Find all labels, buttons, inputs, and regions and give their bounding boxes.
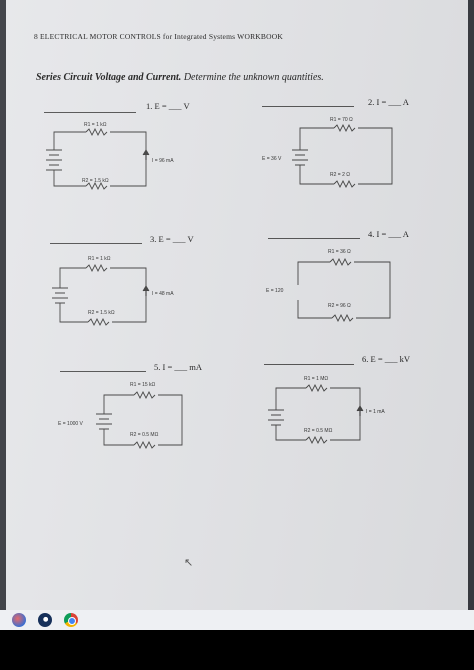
- c4-source-label: E = 120: [266, 288, 284, 294]
- circuit-6: [268, 383, 364, 445]
- answer-line-5[interactable]: [60, 371, 146, 372]
- answer-line-6[interactable]: [264, 364, 354, 365]
- monitor-bezel: [0, 630, 474, 670]
- circuit-3: [52, 263, 150, 327]
- circuit-1: [46, 127, 150, 191]
- question-4-label: 4. I = ___ A: [368, 229, 409, 239]
- question-1-label: 1. E = ___ V: [146, 101, 190, 111]
- c5-source-label: E = 1000 V: [58, 421, 84, 427]
- circuit-diagrams: R1 = 1 kΩ R2 = 1.5 kΩ I = 96 mA R1 = 70 …: [46, 117, 393, 450]
- answer-line-2[interactable]: [262, 106, 354, 107]
- c3-current-label: I = 48 mA: [152, 291, 174, 297]
- c3-r2-label: R2 = 1.5 kΩ: [88, 310, 115, 316]
- question-3-label: 3. E = ___ V: [150, 234, 194, 244]
- section-title-bold: Series Circuit Voltage and Current.: [36, 72, 182, 83]
- circuit-2: [292, 123, 393, 189]
- chrome-icon[interactable]: [64, 613, 78, 627]
- c6-r2-label: R2 = 0.5 MΩ: [304, 428, 333, 434]
- c6-current-label: I = 1 mA: [366, 409, 385, 415]
- answer-line-3[interactable]: [50, 243, 142, 244]
- c2-r2-label: R2 = 2 Ω: [330, 172, 350, 178]
- circuit-4: [297, 257, 391, 323]
- question-2-label: 2. I = ___ A: [368, 97, 409, 107]
- workbook-page: [6, 0, 468, 610]
- page-header: 8 ELECTRICAL MOTOR CONTROLS for Integrat…: [34, 32, 283, 41]
- question-6-label: 6. E = ___ kV: [362, 354, 410, 364]
- circuit-5: [96, 390, 183, 450]
- answer-line-4[interactable]: [268, 238, 360, 239]
- steam-icon[interactable]: [38, 613, 52, 627]
- section-title: Series Circuit Voltage and Current. Dete…: [36, 72, 324, 83]
- c5-r2-label: R2 = 0.5 MΩ: [130, 432, 159, 438]
- c6-r1-label: R1 = 1 MΩ: [304, 376, 328, 382]
- c2-r1-label: R1 = 70 Ω: [330, 117, 353, 123]
- c1-r2-label: R2 = 1.5 kΩ: [82, 178, 109, 184]
- c1-r1-label: R1 = 1 kΩ: [84, 122, 107, 128]
- c4-r2-label: R2 = 96 Ω: [328, 303, 351, 309]
- c4-r1-label: R1 = 36 Ω: [328, 249, 351, 255]
- mouse-cursor-icon: ↖: [184, 557, 194, 569]
- c1-current-label: I = 96 mA: [152, 158, 174, 164]
- question-5-label: 5. I = ___ mA: [154, 362, 202, 372]
- c3-r1-label: R1 = 1 kΩ: [88, 256, 111, 262]
- c2-source-label: E = 36 V: [262, 156, 282, 162]
- section-title-rest: Determine the unknown quantities.: [181, 72, 324, 83]
- taskbar: [0, 610, 474, 630]
- browser-icon[interactable]: [12, 613, 26, 627]
- c5-r1-label: R1 = 15 kΩ: [130, 382, 156, 388]
- answer-line-1[interactable]: [44, 112, 136, 113]
